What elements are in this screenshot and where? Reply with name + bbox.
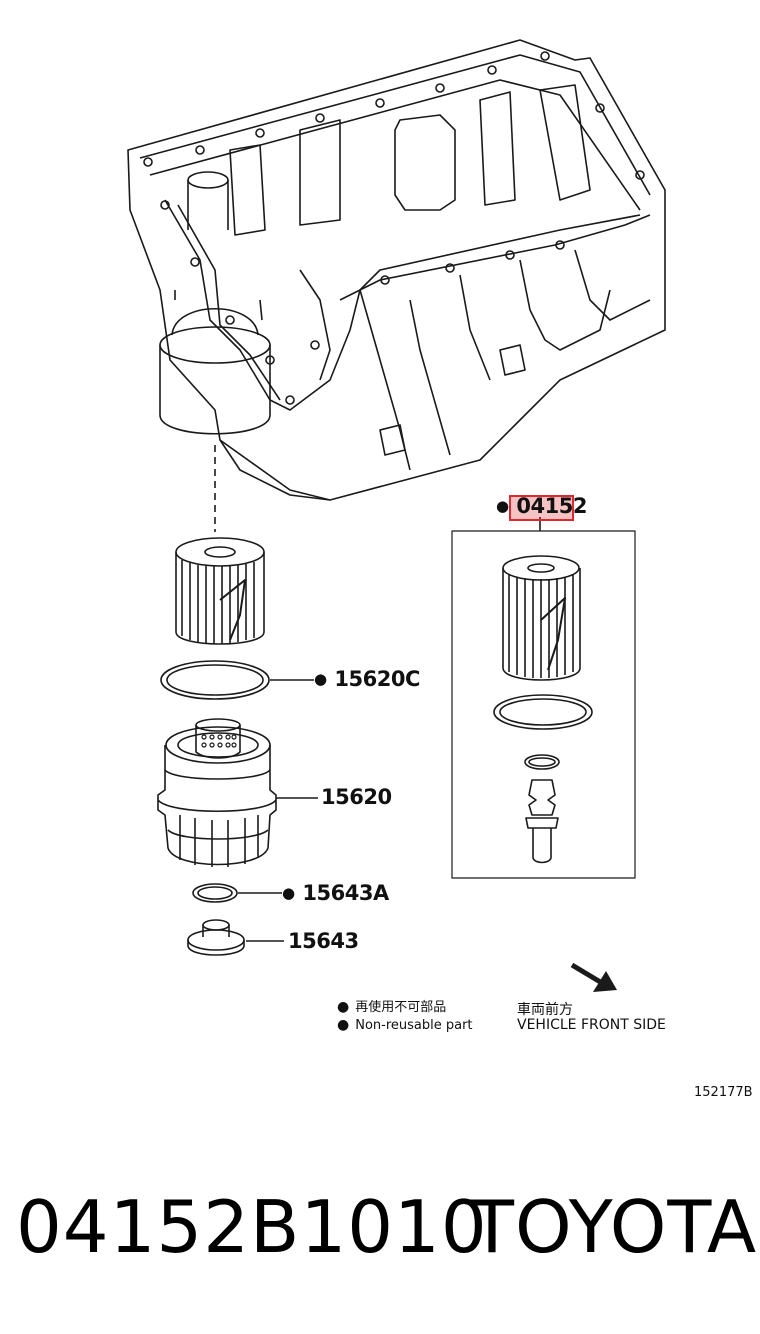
legend-en-text: Non-reusable part <box>355 1018 473 1033</box>
bullet-icon: ● <box>337 999 350 1015</box>
part-number-15620: 15620 <box>321 785 392 809</box>
filter-cap-drawing <box>157 718 277 867</box>
part-label-04152[interactable]: 04152 <box>496 494 587 518</box>
front-arrow-icon <box>570 962 604 986</box>
part-number-15620c: 15620C <box>334 667 420 691</box>
legend-jp-text: 再使用不可部品 <box>355 1000 447 1015</box>
bullet-icon: ● <box>337 1017 350 1033</box>
drain-gasket-drawing <box>192 883 238 903</box>
legend-en: ● Non-reusable part <box>337 1017 473 1033</box>
legend-jp: ● 再使用不可部品 <box>337 996 446 1015</box>
caption-part-number: 04152B1010 <box>16 1185 488 1269</box>
drain-plug-drawing <box>187 919 245 956</box>
o-ring-small-right <box>524 754 560 770</box>
direction-en: VEHICLE FRONT SIDE <box>517 1017 666 1033</box>
part-number-15643: 15643 <box>288 929 359 953</box>
part-label-15643a[interactable]: 15643A <box>282 881 389 905</box>
filter-element-right <box>502 555 581 681</box>
diagram-code: 152177B <box>694 1085 753 1100</box>
o-ring-large-left <box>160 660 270 700</box>
part-label-15643[interactable]: 15643 <box>288 929 359 953</box>
kit-box <box>451 530 636 879</box>
drain-fitting-drawing <box>525 779 559 864</box>
filter-element-left <box>175 537 265 645</box>
o-ring-large-right <box>493 694 593 730</box>
part-label-15620[interactable]: 15620 <box>321 785 392 809</box>
caption-brand: TOYOTA <box>470 1185 758 1269</box>
engine-block-drawing <box>127 39 666 501</box>
part-label-15620c[interactable]: 15620C <box>314 667 420 691</box>
direction-jp: 車両前方 <box>517 1002 573 1018</box>
part-number-04152: 04152 <box>516 494 587 518</box>
part-number-15643a: 15643A <box>302 881 389 905</box>
